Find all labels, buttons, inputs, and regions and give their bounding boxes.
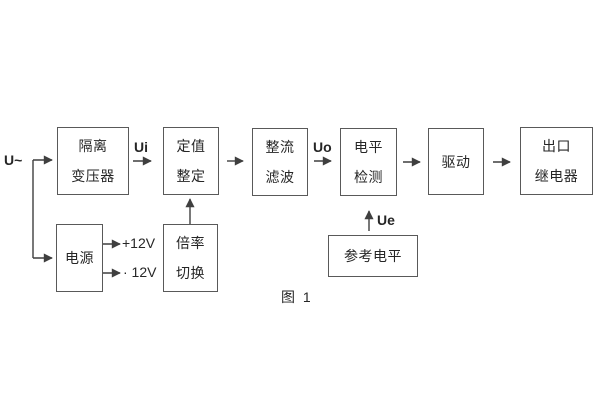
block-label-line: 切换 xyxy=(176,265,205,281)
block-label-line: 继电器 xyxy=(534,168,579,184)
block-label-line: 驱动 xyxy=(441,153,471,170)
block-label-line: 倍率 xyxy=(176,235,205,251)
block-isolation-transformer: 隔离 变压器 xyxy=(57,127,129,195)
block-level-detection: 电平 检测 xyxy=(340,128,397,196)
ue-signal-label: Ue xyxy=(377,212,395,228)
block-label-line: 检测 xyxy=(354,169,383,185)
block-label-line: 滤波 xyxy=(265,169,295,185)
ui-signal-label: Ui xyxy=(134,139,148,155)
block-power-supply: 电源 xyxy=(56,224,103,292)
block-label-line: 电平 xyxy=(354,139,383,155)
block-output-relay: 出口 继电器 xyxy=(520,127,593,195)
negative-rail-label: · 12V xyxy=(123,264,157,280)
block-label-line: 整流 xyxy=(265,139,295,155)
figure-caption: 图 1 xyxy=(281,289,313,305)
block-setting: 定值 整定 xyxy=(163,127,219,195)
block-label-line: 参考电平 xyxy=(344,248,402,264)
input-signal-label: U~ xyxy=(4,152,23,168)
block-multiplier-switch: 倍率 切换 xyxy=(163,224,218,292)
block-rectifier-filter: 整流 滤波 xyxy=(252,128,308,196)
positive-rail-label: +12V xyxy=(122,235,156,251)
block-drive: 驱动 xyxy=(428,128,484,195)
block-label-line: 整定 xyxy=(176,168,206,184)
block-label-line: 变压器 xyxy=(71,168,115,184)
uo-signal-label: Uo xyxy=(313,139,332,155)
block-label-line: 出口 xyxy=(542,138,571,154)
block-label-line: 电源 xyxy=(65,250,94,266)
block-label-line: 隔离 xyxy=(78,138,108,154)
block-label-line: 定值 xyxy=(176,138,206,154)
block-reference-level: 参考电平 xyxy=(328,235,418,277)
